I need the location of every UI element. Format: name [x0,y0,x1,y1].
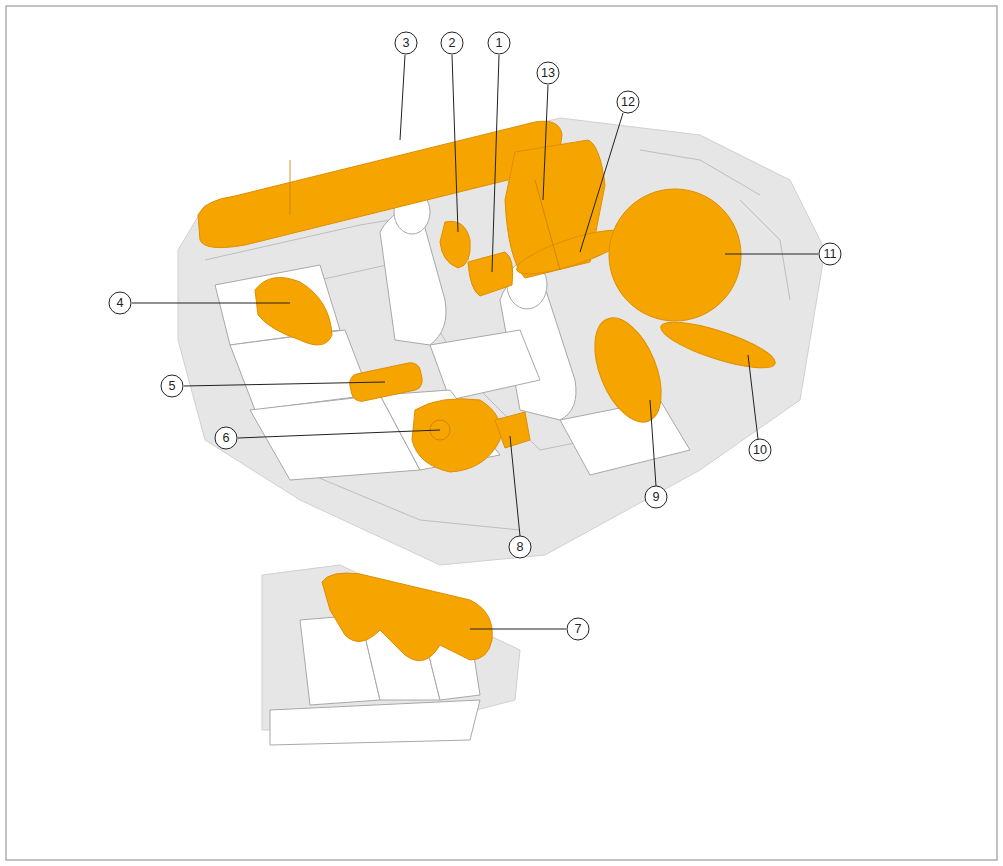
callout-circle [645,486,667,508]
callout-number: 13 [537,62,559,84]
callout-circle [395,32,417,54]
callout-number: 2 [441,32,463,54]
driver-knee-airbag [657,313,780,377]
callout-number: 9 [645,486,667,508]
callout-number: 6 [215,427,237,449]
callout-circle [567,618,589,640]
airbag-seams [290,160,560,440]
driver-side-airbag [581,309,674,432]
callout-number: 8 [509,536,531,558]
callout-circle [441,32,463,54]
rear-center-airbag [348,361,424,403]
callout-number: 3 [395,32,417,54]
callout-circle [161,375,183,397]
callout-number: 11 [819,243,841,265]
callout-number: 4 [109,292,131,314]
callout-number: 5 [161,375,183,397]
callout-circle [537,62,559,84]
center-airbag [468,252,513,296]
car-body [178,118,825,565]
callout-number: 7 [567,618,589,640]
driver-airbag [609,189,741,321]
leader-lines [132,55,818,629]
rear-seat-airbag [412,399,501,472]
callout-circle [488,32,510,54]
rear-seat-side-airbag [495,412,530,448]
callout-circle [617,91,639,113]
callout-circle [819,243,841,265]
frame [6,6,997,860]
callout-number: 12 [617,91,639,113]
callout-circle [509,536,531,558]
rear-side-airbag [255,278,332,345]
callout-circle [215,427,237,449]
front-side-airbag [440,221,470,268]
callout-number: 1 [488,32,510,54]
callout-circle [109,292,131,314]
rear-window-airbag [322,573,492,661]
callout-number: 10 [749,439,771,461]
airbags [198,121,779,472]
callout-circle [749,439,771,461]
